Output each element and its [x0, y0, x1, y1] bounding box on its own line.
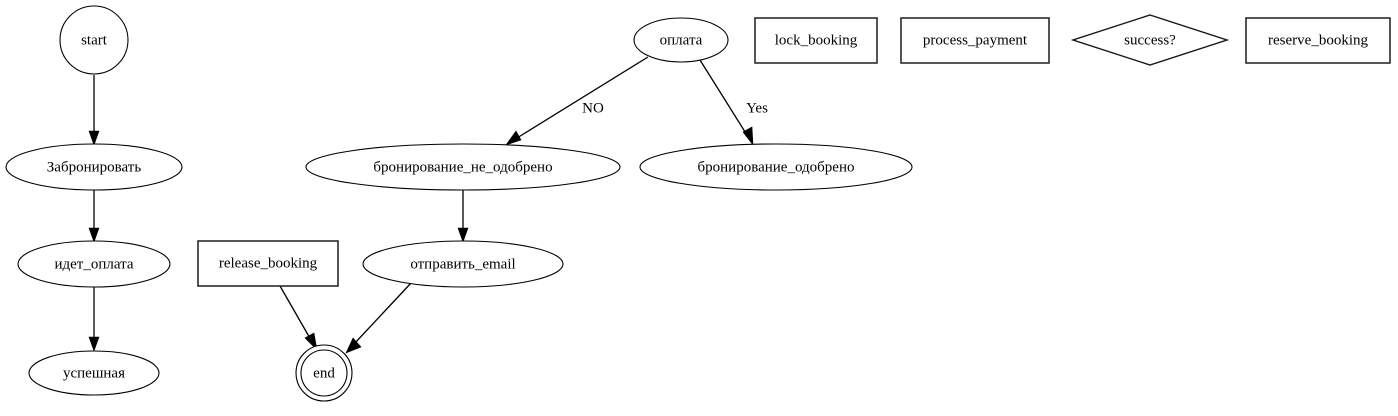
node-start-label: start: [81, 32, 108, 48]
edge-label-yes: Yes: [746, 100, 768, 116]
otpravit-email-ellipse-shape: [362, 240, 564, 288]
node-lock-booking[interactable]: lock_booking: [754, 17, 878, 64]
process-payment-box-shape: [900, 17, 1050, 64]
idet-oplata-ellipse-shape: [17, 240, 171, 288]
edge-oplata-to-bron-ne-odobreno: NO: [505, 56, 649, 146]
node-end-label: end: [313, 365, 335, 381]
node-bron-ne-odobreno-label: бронирование_не_одобрено: [373, 159, 552, 175]
bron-ne-odobreno-ellipse-shape: [305, 143, 621, 191]
node-idet-oplata[interactable]: идет_оплата: [17, 240, 171, 288]
node-oplata-label: оплата: [660, 32, 703, 48]
zabronirovat-ellipse-shape: [5, 143, 183, 191]
node-reserve-booking-label: reserve_booking: [1268, 32, 1368, 48]
node-uspeshnaya[interactable]: успешная: [28, 350, 160, 396]
success-diamond-shape: [1070, 14, 1230, 66]
node-success-label: success?: [1124, 32, 1176, 48]
edge-zabronirovat-to-idet-oplata: [88, 190, 100, 243]
start-circle-shape: [59, 5, 129, 75]
node-process-payment[interactable]: process_payment: [900, 17, 1050, 64]
node-otpravit-email-label: отправить_email: [410, 256, 515, 272]
node-otpravit-email[interactable]: отправить_email: [362, 240, 564, 288]
end-inner-circle-shape: [300, 349, 348, 397]
node-start[interactable]: start: [59, 5, 129, 75]
edge-otpravit-email-to-end: [345, 281, 413, 354]
node-process-payment-label: process_payment: [923, 32, 1028, 48]
node-bron-odobreno[interactable]: бронирование_одобрено: [639, 143, 913, 191]
node-bron-ne-odobreno[interactable]: бронирование_не_одобрено: [305, 143, 621, 191]
oplata-ellipse-shape: [633, 17, 729, 63]
edge-label-no: NO: [582, 100, 604, 116]
node-uspeshnaya-label: успешная: [63, 365, 125, 381]
bron-odobreno-ellipse-shape: [639, 143, 913, 191]
node-release-booking-label: release_booking: [219, 255, 318, 271]
node-end[interactable]: end: [295, 344, 353, 402]
node-success[interactable]: success?: [1070, 14, 1230, 66]
release-booking-box-shape: [197, 240, 339, 287]
edge-oplata-to-bron-odobreno: Yes: [699, 59, 768, 146]
reserve-booking-box-shape: [1245, 17, 1391, 64]
node-idet-oplata-label: идет_оплата: [54, 256, 133, 272]
node-lock-booking-label: lock_booking: [775, 32, 858, 48]
edge-idet-oplata-to-uspeshnaya: [88, 287, 100, 352]
edge-release-booking-to-end: [279, 285, 318, 351]
node-zabronirovat[interactable]: Забронировать: [5, 143, 183, 191]
node-bron-odobreno-label: бронирование_одобрено: [698, 159, 855, 175]
edge-bron-ne-odobreno-to-otpravit-email: [457, 190, 469, 243]
edge-start-to-zabronirovat: [88, 75, 100, 146]
uspeshnaya-ellipse-shape: [28, 350, 160, 396]
node-zabronirovat-label: Забронировать: [47, 159, 142, 175]
node-reserve-booking[interactable]: reserve_booking: [1245, 17, 1391, 64]
node-release-booking[interactable]: release_booking: [197, 240, 339, 287]
node-oplata[interactable]: оплата: [633, 17, 729, 63]
lock-booking-box-shape: [754, 17, 878, 64]
